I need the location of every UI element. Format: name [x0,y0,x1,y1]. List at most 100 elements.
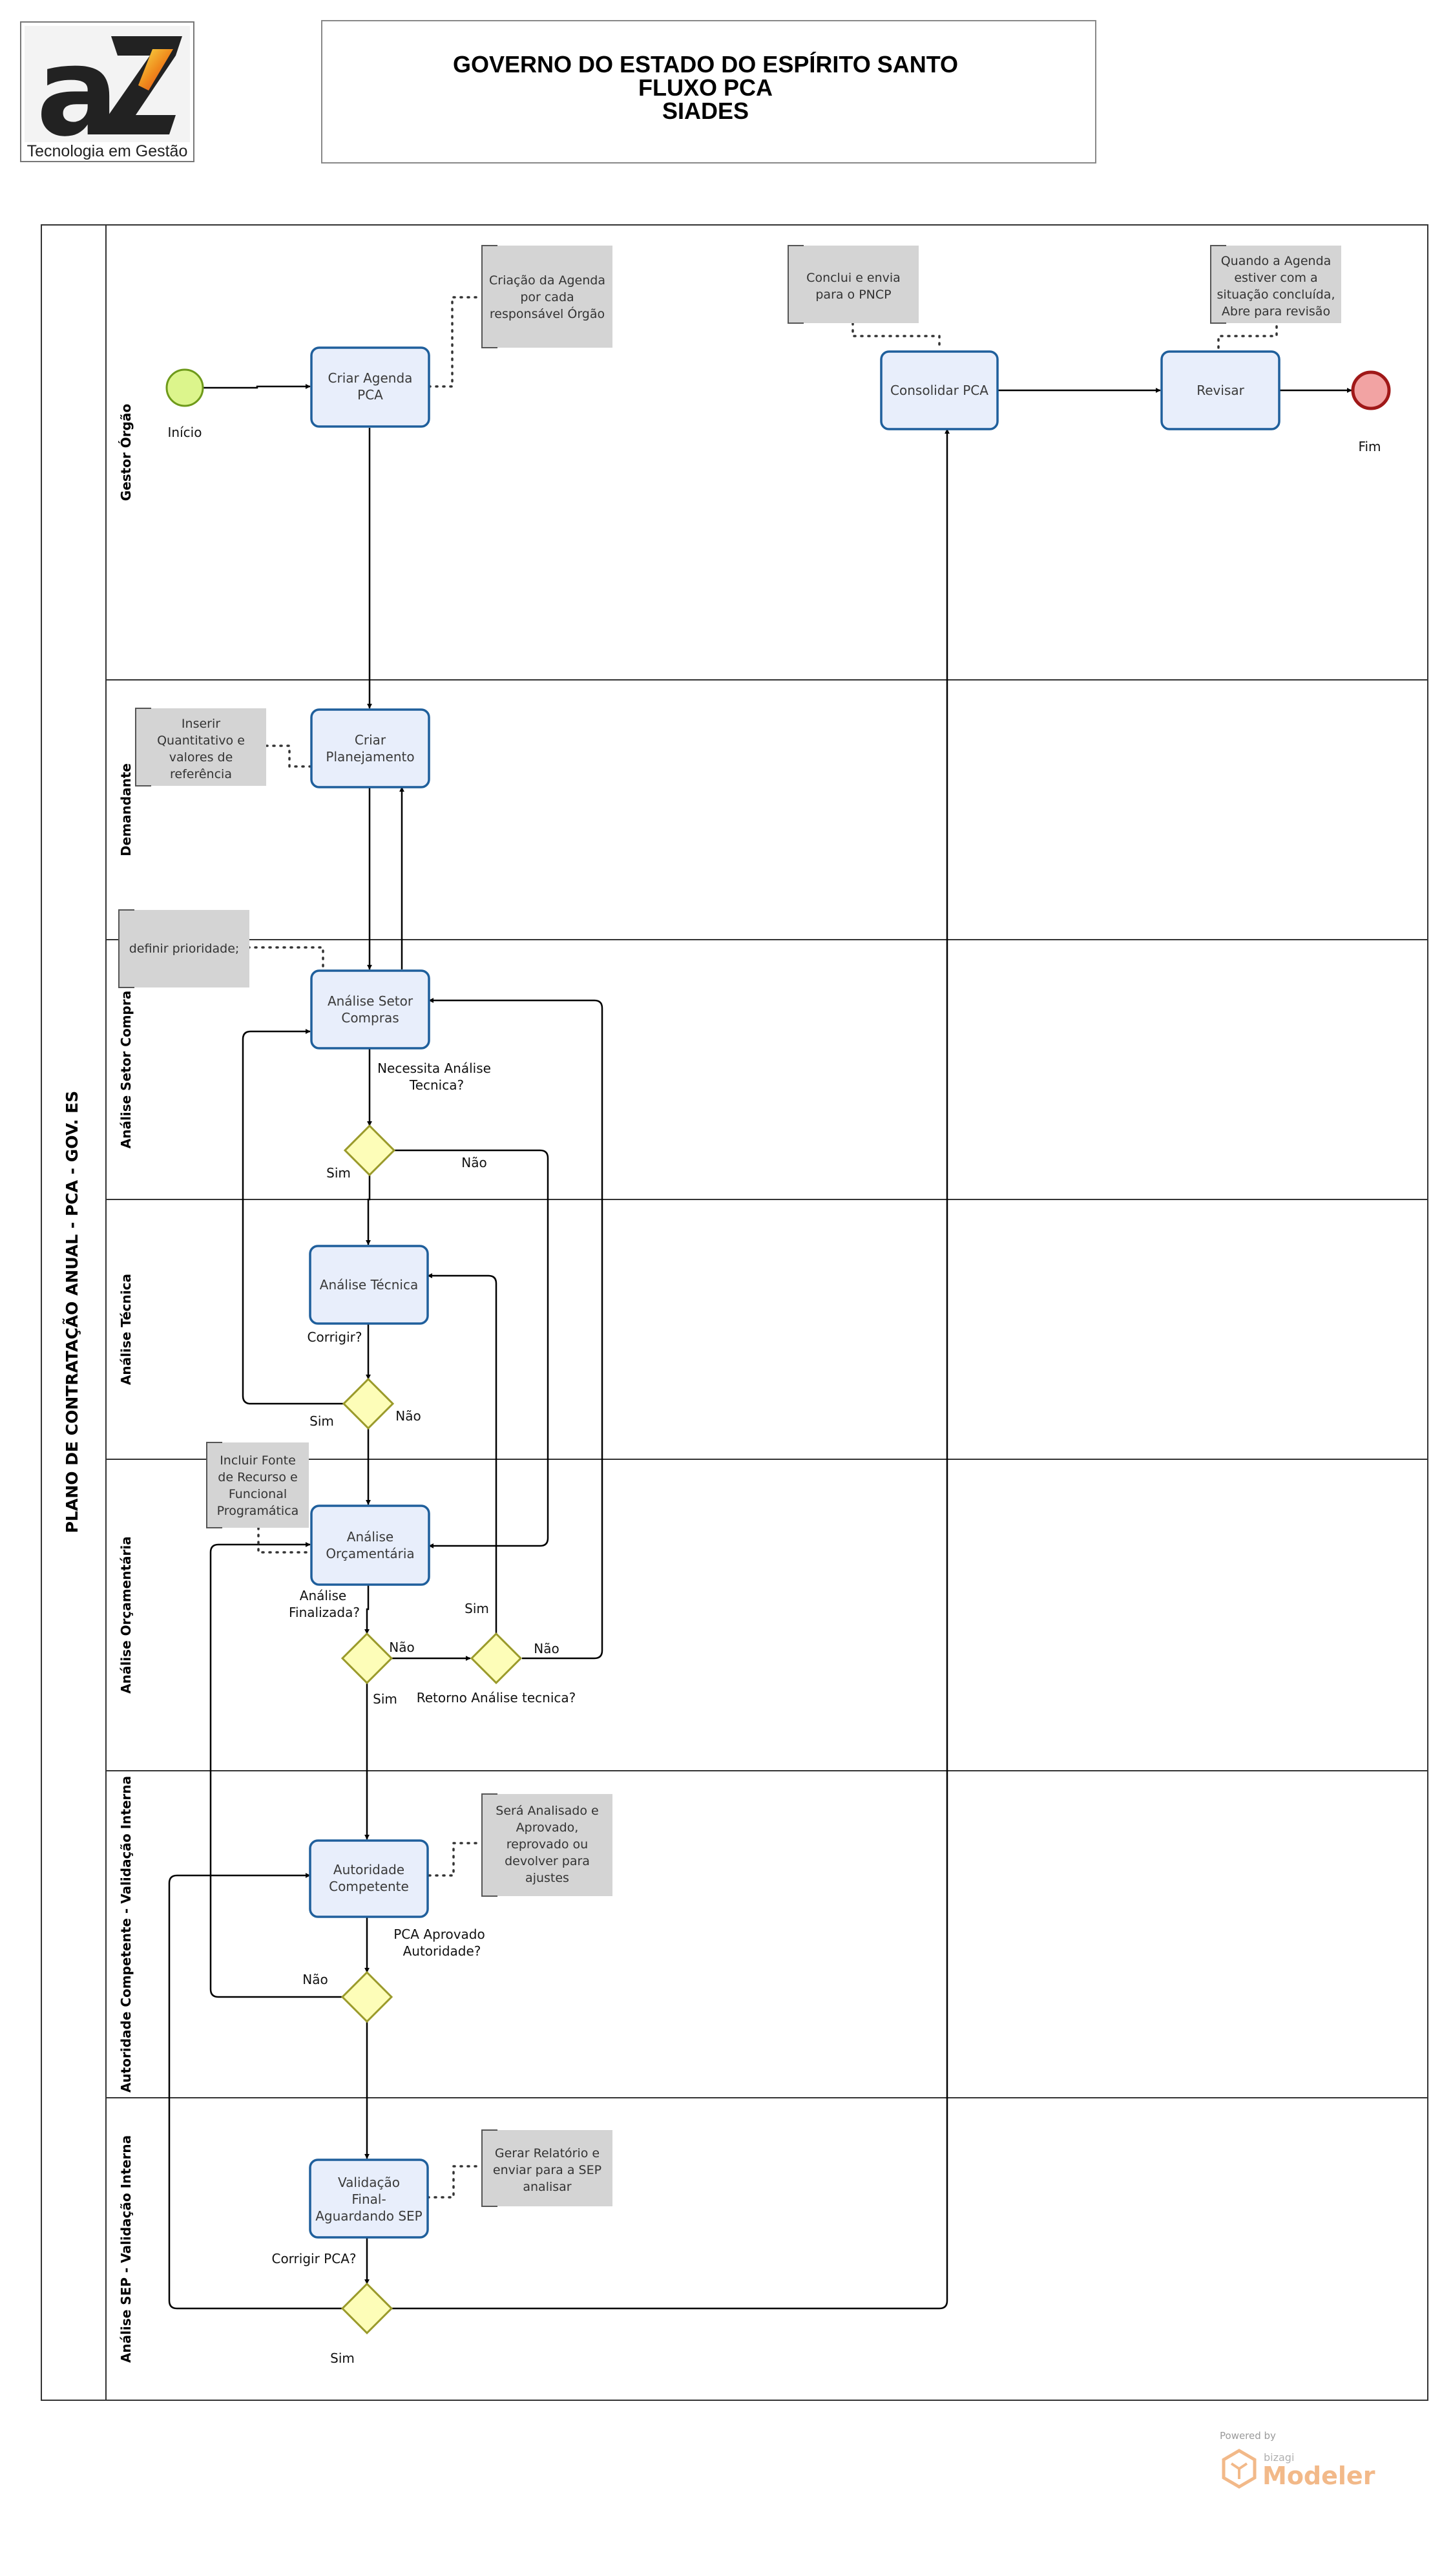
note-inserir-quantitativo: Inserir Quantitativo e valores de referê… [135,708,266,787]
flow-gateway-nao-to-orcamentaria [394,1149,549,1548]
svg-text:por cada: por cada [520,290,574,304]
gateway-corrigir-pca[interactable] [340,2282,393,2335]
svg-text:Criar: Criar [355,732,386,748]
association-sera-analisado [428,1842,483,1877]
gateway-corrigir[interactable] [342,1377,395,1430]
svg-text:Criar Agenda: Criar Agenda [328,370,413,386]
flow-corrigir-pca-sim-to-autoridade [168,1873,342,2310]
task-autoridade-competente[interactable]: Autoridade Competente [309,1839,429,1918]
association-gerar-relatorio [426,2165,483,2199]
svg-text:Funcional: Funcional [229,1487,287,1501]
flow-gateway-sim-to-tecnica [366,1175,371,1245]
lane-label-gestor-orgao: Gestor Órgão [118,404,134,501]
svg-text:Incluir Fonte: Incluir Fonte [220,1453,296,1468]
label-sim-necessita: Sim [326,1165,351,1181]
lane-label-analise-orcamentaria: Análise Orçamentária [118,1536,134,1694]
task-validacao-final[interactable]: Validação Final- Aguardando SEP [309,2159,429,2239]
gateway-label-finalizada-1: Análise [300,1588,346,1603]
end-event[interactable] [1351,370,1391,410]
svg-text:Análise: Análise [347,1529,393,1545]
flow-labels: Sim Não Sim Não Não Sim Sim Não Não Sim [302,1155,559,2366]
label-nao-aprovado: Não [302,1972,328,1987]
svg-text:Planejamento: Planejamento [326,749,414,765]
gateway-pca-aprovado[interactable] [340,1970,393,2023]
title-box: GOVERNO DO ESTADO DO ESPÍRITO SANTO FLUX… [321,20,1096,164]
watermark-brand: bizagi [1264,2451,1294,2464]
gateway-labels: Necessita Análise Tecnica? Corrigir? Aná… [271,1061,576,2266]
gateway-label-corrigir: Corrigir? [308,1329,362,1345]
title-line-3: SIADES [662,98,749,124]
gateway-analise-finalizada[interactable] [340,1632,393,1685]
lane-labels: Gestor Órgão Demandante Análise Setor Co… [118,404,134,2363]
flow-retorno-nao-to-compras [428,998,603,1660]
flow-orcamentaria-to-finalizada [364,1585,370,1634]
associations [247,296,1278,2199]
task-analise-tecnica[interactable]: Análise Técnica [309,1245,429,1325]
gateway-label-corrigir-pca: Corrigir PCA? [271,2251,356,2266]
task-revisar[interactable]: Revisar [1160,350,1280,430]
pool-label: PLANO DE CONTRATAÇÃO ANUAL - PCA - GOV. … [63,1091,81,1534]
svg-text:Abre para revisão: Abre para revisão [1222,304,1330,319]
svg-text:Consolidar PCA: Consolidar PCA [890,383,988,398]
label-sim-corrigir-pca: Sim [330,2350,355,2366]
lane-label-demandante: Demandante [118,763,134,856]
association-incluir-fonte [257,1526,311,1554]
svg-text:Análise Setor: Análise Setor [328,993,413,1009]
svg-text:definir prioridade;: definir prioridade; [129,942,240,956]
end-event-label: Fim [1358,439,1381,454]
svg-text:Autoridade: Autoridade [333,1862,404,1877]
gateway-retorno-analise-tecnica[interactable] [470,1632,523,1685]
watermark-product: Modeler [1262,2462,1375,2490]
task-analise-setor-compras[interactable]: Análise Setor Compras [310,969,430,1050]
note-definir-prioridade: definir prioridade; [118,909,249,988]
task-criar-agenda-pca[interactable]: Criar Agenda PCA [310,346,430,428]
flow-start-to-criar-agenda [203,384,311,389]
svg-text:estiver com a: estiver com a [1234,271,1317,285]
svg-text:Quando a Agenda: Quando a Agenda [1221,254,1332,268]
svg-text:reprovado ou: reprovado ou [507,1837,588,1852]
bizagi-watermark: Powered by bizagi Modeler [1220,2430,1375,2490]
logo-subtitle: Tecnologia em Gestão [27,142,188,160]
svg-text:PCA: PCA [357,387,383,403]
svg-text:devolver para: devolver para [505,1854,590,1868]
svg-text:valores de: valores de [169,750,233,765]
gateway-label-necessita-2: Tecnica? [409,1077,464,1093]
title-line-1: GOVERNO DO ESTADO DO ESPÍRITO SANTO [453,51,958,78]
task-consolidar-pca[interactable]: Consolidar PCA [880,350,999,430]
start-event[interactable] [165,368,204,407]
note-gerar-relatorio: Gerar Relatório e enviar para a SEP anal… [481,2129,612,2207]
task-criar-planejamento[interactable]: Criar Planejamento [310,708,430,788]
lane-label-analise-tecnica: Análise Técnica [118,1274,134,1385]
pool: PLANO DE CONTRATAÇÃO ANUAL - PCA - GOV. … [41,224,1428,2401]
flow-corrigir-pca-to-consolidar [392,428,950,2310]
label-sim-retorno: Sim [465,1601,489,1616]
svg-text:Orçamentária: Orçamentária [326,1546,414,1561]
svg-text:situação concluída,: situação concluída, [1217,288,1335,302]
association-conclui-envia [852,322,941,352]
bizagi-hexagon-icon [1222,2449,1257,2489]
svg-text:Aprovado,: Aprovado, [516,1821,579,1835]
start-event-label: Início [168,425,202,440]
label-sim-corrigir: Sim [309,1413,334,1429]
svg-text:ajustes: ajustes [525,1871,569,1885]
task-analise-orcamentaria[interactable]: Análise Orçamentária [310,1504,430,1586]
note-sera-analisado: Será Analisado e Aprovado, reprovado ou … [481,1793,612,1897]
company-logo: a Tecnologia em Gestão [20,21,194,164]
gateway-necessita-analise-tecnica[interactable] [343,1124,396,1177]
gateway-label-retorno: Retorno Análise tecnica? [417,1690,576,1705]
note-incluir-fonte: Incluir Fonte de Recurso e Funcional Pro… [206,1442,309,1528]
label-nao-finalizada: Não [389,1640,414,1655]
label-nao-retorno: Não [534,1641,559,1656]
svg-text:Quantitativo e: Quantitativo e [157,734,245,748]
svg-text:enviar para a SEP: enviar para a SEP [493,2163,601,2177]
svg-text:Inserir: Inserir [182,717,220,731]
watermark-powered-by: Powered by [1220,2430,1276,2442]
note-criacao-agenda: Criação da Agenda por cada responsável Ó… [481,245,612,348]
flow-aprovado-nao-to-orcamentaria [209,1542,342,1998]
svg-text:responsável Órgão: responsável Órgão [490,306,605,321]
note-quando-agenda: Quando a Agenda estiver com a situação c… [1210,245,1341,324]
association-criar-agenda [428,296,483,388]
lane-label-analise-sep: Análise SEP - Validação Interna [118,2135,134,2363]
logo-accent [138,49,173,90]
